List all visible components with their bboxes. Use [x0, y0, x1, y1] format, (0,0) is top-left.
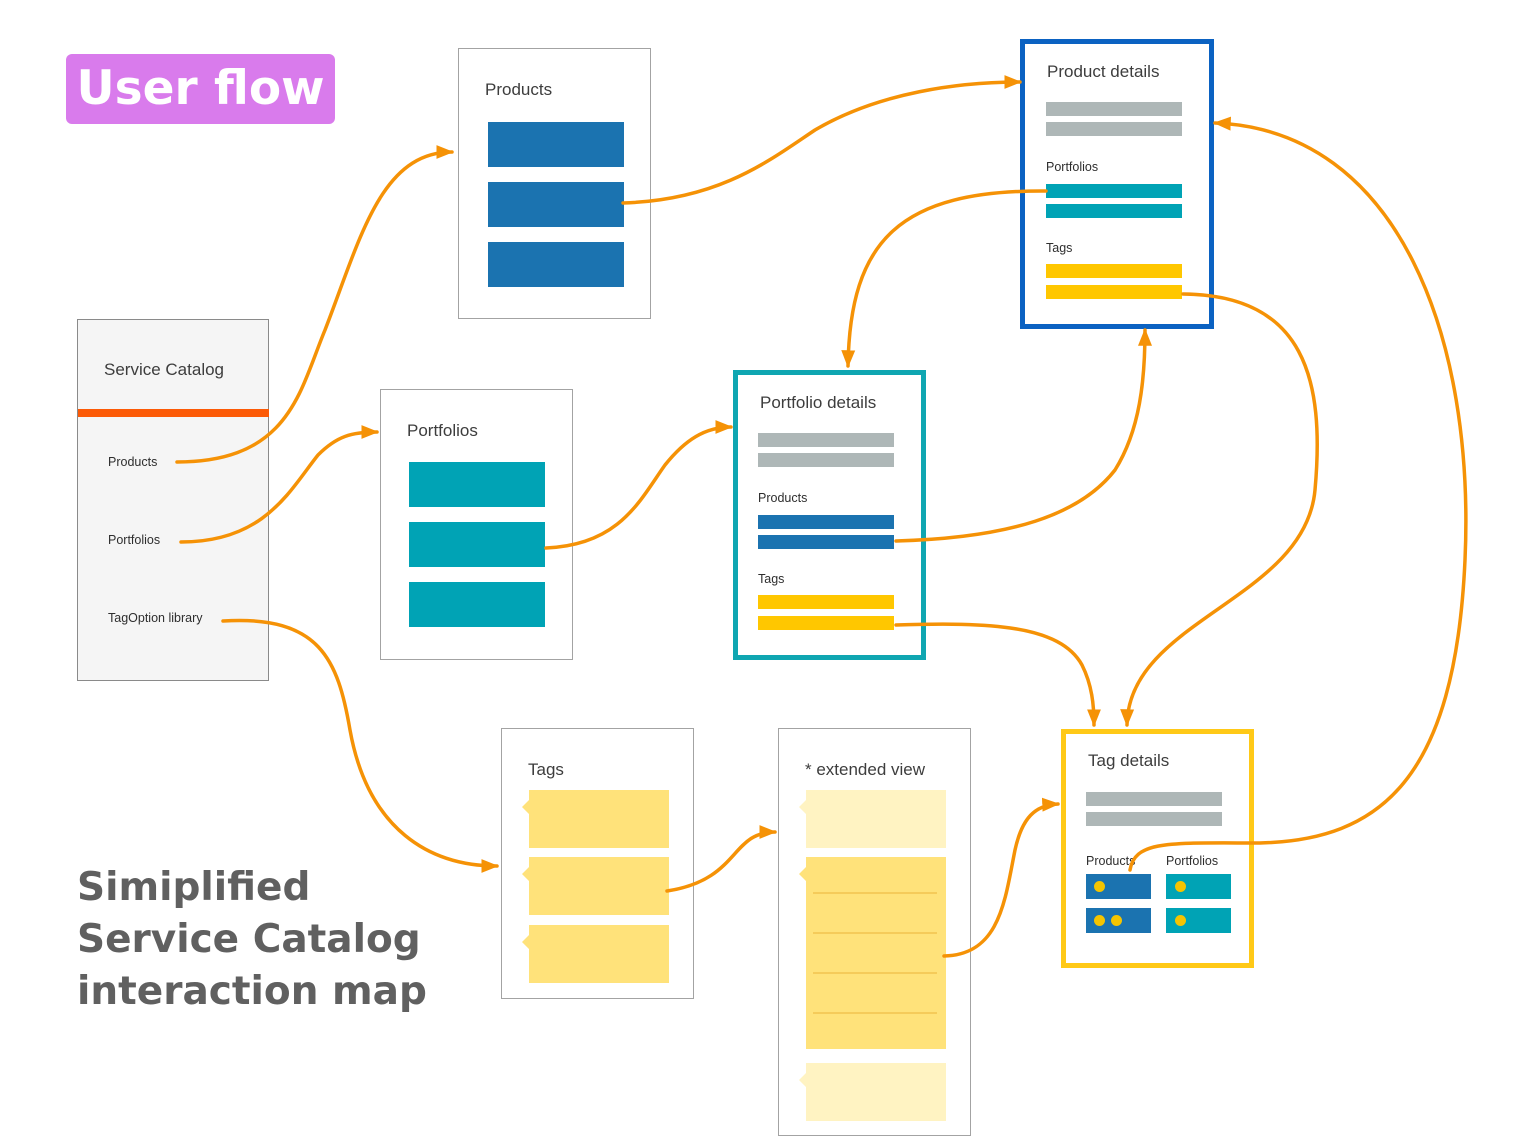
tagged-product-tile[interactable]: [1086, 908, 1151, 933]
arrow-tag-details-to-product-details: [1128, 116, 1468, 872]
tags-list-card: Tags: [501, 728, 694, 999]
portfolio-row[interactable]: [409, 462, 545, 507]
tag-row-faded[interactable]: [799, 790, 946, 848]
arrow-nav-products-to-products-list: [175, 145, 454, 464]
nav-accent-bar: [78, 409, 269, 417]
arrow-tag-row-to-extended-view: [665, 825, 777, 893]
arrow-portfolio-details-product-to-product-details: [894, 328, 1152, 543]
portfolio-details-card: Portfolio details Products Tags: [733, 370, 926, 660]
product-details-tags-label: Tags: [1046, 241, 1073, 255]
arrow-nav-portfolios-to-portfolios-list: [179, 425, 379, 544]
portfolios-list-title: Portfolios: [407, 421, 478, 440]
detail-gray-line: [1086, 812, 1222, 826]
extended-view-title: * extended view: [805, 760, 926, 779]
linked-product-row[interactable]: [758, 535, 894, 549]
service-catalog-title: Service Catalog: [104, 360, 225, 379]
product-row[interactable]: [488, 182, 624, 227]
detail-gray-line: [1086, 792, 1222, 806]
tag-row[interactable]: [522, 790, 669, 848]
linked-tag-row[interactable]: [758, 595, 894, 609]
tag-dot-icon: [1175, 881, 1186, 892]
product-details-title: Product details: [1047, 62, 1160, 81]
tags-list-title: Tags: [528, 760, 564, 779]
tagged-portfolio-tile[interactable]: [1166, 908, 1231, 933]
nav-item-portfolios[interactable]: Portfolios: [108, 533, 161, 547]
product-details-portfolios-label: Portfolios: [1046, 160, 1099, 174]
detail-gray-line: [1046, 102, 1182, 116]
detail-gray-line: [758, 453, 894, 467]
arrow-extended-view-to-tag-details: [942, 797, 1060, 958]
nav-item-products[interactable]: Products: [108, 455, 158, 469]
nav-item-tagoption-library[interactable]: TagOption library: [108, 611, 203, 625]
tag-row[interactable]: [522, 857, 669, 915]
diagram-caption: Simiplified Service Catalog interaction …: [77, 862, 497, 1018]
caption-line-2: Service Catalog: [77, 917, 421, 962]
caption-line-1: Simiplified: [77, 865, 311, 910]
product-details-card: Product details Portfolios Tags: [1020, 39, 1214, 329]
tag-details-portfolios-label: Portfolios: [1166, 854, 1219, 868]
detail-gray-line: [758, 433, 894, 447]
products-list-card: Products: [458, 48, 651, 319]
tag-dot-icon: [1094, 915, 1105, 926]
linked-product-row[interactable]: [758, 515, 894, 529]
detail-gray-line: [1046, 122, 1182, 136]
tag-details-card: Tag details Products Portfolios: [1061, 729, 1254, 968]
user-flow-badge: User flow: [66, 54, 335, 124]
extended-view-card: * extended view: [778, 728, 971, 1136]
caption-line-3: interaction map: [77, 969, 427, 1014]
product-row[interactable]: [488, 122, 624, 167]
tag-details-products-label: Products: [1086, 854, 1136, 868]
linked-portfolio-row[interactable]: [1046, 184, 1182, 198]
portfolio-row[interactable]: [409, 522, 545, 567]
tag-row-faded[interactable]: [799, 1063, 946, 1121]
arrow-product-details-portfolio-to-portfolio-details: [841, 189, 1048, 368]
tag-row[interactable]: [522, 925, 669, 983]
portfolio-details-title: Portfolio details: [760, 393, 877, 412]
tag-details-title: Tag details: [1088, 751, 1170, 770]
tag-row-expanded[interactable]: [799, 857, 946, 1049]
linked-tag-row[interactable]: [1046, 264, 1182, 278]
arrow-product-row-to-product-details: [621, 75, 1022, 205]
linked-portfolio-row[interactable]: [1046, 204, 1182, 218]
tag-dot-icon: [1175, 915, 1186, 926]
portfolio-details-products-label: Products: [758, 491, 808, 505]
product-row[interactable]: [488, 242, 624, 287]
portfolio-details-tags-label: Tags: [758, 572, 785, 586]
tag-dot-icon: [1111, 915, 1122, 926]
arrow-product-details-tag-to-tag-details: [1120, 292, 1319, 727]
arrow-nav-tagoption-to-tags-list: [221, 618, 499, 873]
arrow-portfolio-details-tag-to-tag-details: [894, 622, 1101, 727]
linked-tag-row[interactable]: [1046, 285, 1182, 299]
products-list-title: Products: [485, 80, 553, 99]
arrow-portfolio-row-to-portfolio-details: [544, 420, 733, 550]
tagged-product-tile[interactable]: [1086, 874, 1151, 899]
portfolios-list-card: Portfolios: [380, 389, 573, 660]
linked-tag-row[interactable]: [758, 616, 894, 630]
tagged-portfolio-tile[interactable]: [1166, 874, 1231, 899]
tag-dot-icon: [1094, 881, 1105, 892]
portfolio-row[interactable]: [409, 582, 545, 627]
